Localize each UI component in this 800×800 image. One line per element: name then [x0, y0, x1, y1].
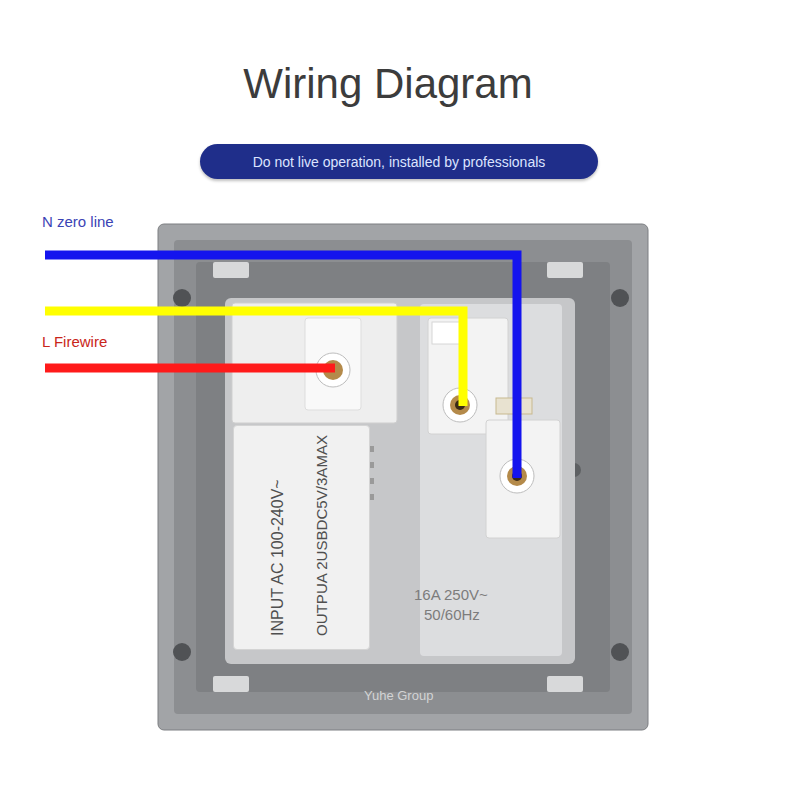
rotated-frame: INPUT AC 100-240V~ OUTPUA 2USBDC5V/3AMAX — [233, 425, 370, 650]
wire-label: N zero line — [42, 213, 114, 230]
clip-tab — [547, 676, 583, 692]
terminal-block — [232, 303, 397, 423]
module-rating: OUTPUA 2USBDC5V/3AMAX — [313, 435, 330, 636]
brand-watermark: Yuhe Group — [364, 688, 433, 703]
earth-wire — [45, 311, 463, 406]
mount-hole — [173, 643, 191, 661]
label-box: N zero line — [42, 213, 114, 231]
socket-body — [225, 298, 575, 664]
terminal-block — [428, 318, 508, 434]
label-box: Yuhe Group — [364, 686, 433, 704]
diagram-title: Wiring Diagram — [243, 60, 532, 107]
usb-module: INPUT AC 100-240V~ OUTPUA 2USBDC5V/3AMAX — [233, 425, 370, 650]
live-wire — [45, 364, 335, 373]
wire-label: L Firewire — [42, 333, 107, 350]
plate-recess — [196, 262, 610, 692]
clip-tab — [213, 676, 249, 692]
socket-column — [420, 304, 562, 656]
label-box: 16A 250V~ — [414, 586, 488, 604]
mount-hole — [611, 643, 629, 661]
mount-hole — [173, 289, 191, 307]
terminal-block — [486, 420, 560, 538]
rating-text: 50/60Hz — [424, 606, 480, 623]
label-box: L Firewire — [42, 333, 107, 351]
terminal-clamp — [432, 322, 462, 344]
warning-banner: Do not live operation, installed by prof… — [200, 144, 598, 179]
banner-text: Do not live operation, installed by prof… — [253, 154, 546, 170]
clip-tab — [213, 262, 249, 278]
title-box: Wiring Diagram — [0, 60, 776, 108]
label-box: 50/60Hz — [424, 606, 480, 624]
rating-text: 16A 250V~ — [414, 586, 488, 603]
wall-plate — [158, 224, 648, 730]
clip-tab — [547, 262, 583, 278]
module-rating: INPUT AC 100-240V~ — [269, 479, 287, 636]
mount-hole — [611, 289, 629, 307]
